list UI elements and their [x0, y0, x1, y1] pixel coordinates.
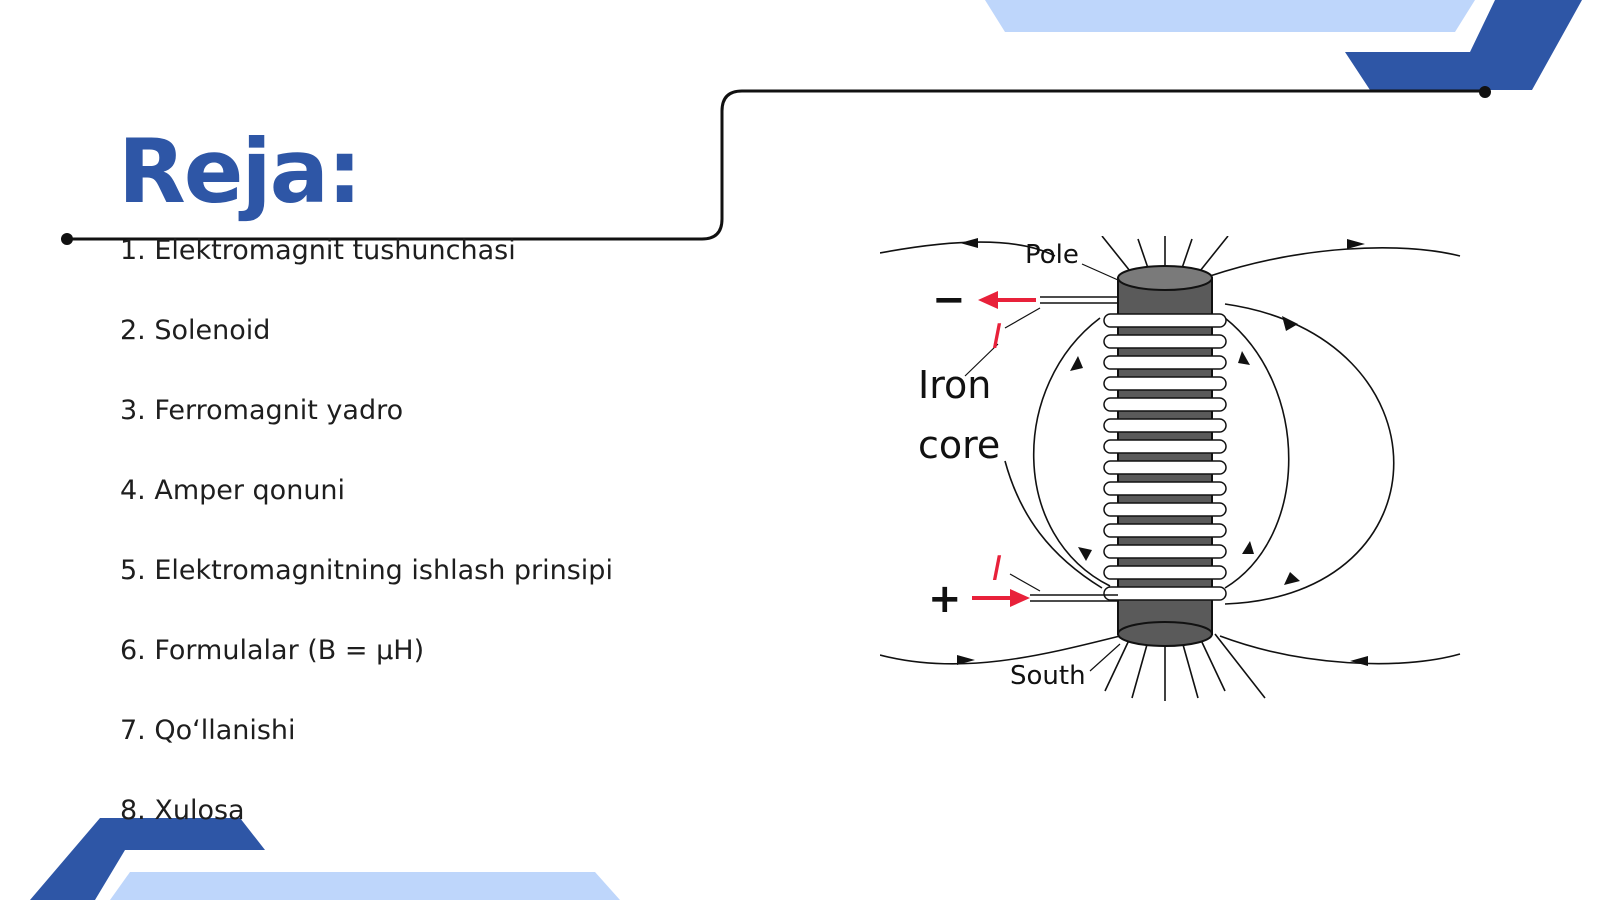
- current-arrow-in-head: [1010, 589, 1030, 607]
- field-arrow: [1282, 316, 1298, 331]
- current-label-top: I: [992, 317, 1002, 357]
- label-leaders: [964, 263, 1121, 672]
- core-top: [1117, 265, 1213, 291]
- field-arrow: [1238, 351, 1250, 365]
- field-line: [1219, 635, 1461, 665]
- coil-turn: [1103, 481, 1227, 496]
- field-line: [1224, 303, 1395, 605]
- core-bottom: [1117, 621, 1213, 647]
- field-arrow: [1242, 541, 1254, 554]
- core-label-line2: core: [918, 423, 1000, 467]
- coil-turn: [1103, 565, 1227, 580]
- core-leader: [964, 343, 999, 377]
- coil: [1103, 313, 1227, 601]
- top-dark-band: [1345, 0, 1582, 90]
- coil-turn: [1103, 523, 1227, 538]
- coil-turn: [1103, 355, 1227, 370]
- coil-turn: [1103, 544, 1227, 559]
- slide-title: Reja:: [118, 120, 362, 223]
- field-line: [1224, 317, 1290, 589]
- agenda-item: 6. Formulalar (B = µH): [120, 635, 425, 666]
- agenda-list: 1. Elektromagnit tushunchasi 2. Solenoid…: [120, 234, 613, 874]
- agenda-item: 4. Amper qonuni: [120, 475, 346, 506]
- field-line: [1214, 633, 1266, 699]
- current-leader-bottom: [1009, 573, 1041, 592]
- core-label-line1: Iron: [918, 363, 991, 407]
- connector-dot-right: [1479, 86, 1491, 98]
- field-line: [1104, 637, 1131, 692]
- field-line: [1032, 317, 1111, 587]
- coil-turn: [1103, 334, 1227, 349]
- field-line: [1209, 247, 1461, 277]
- field-arrow: [1347, 239, 1365, 249]
- bottom-dark-band: [30, 818, 265, 900]
- connector-dot-left: [61, 233, 73, 245]
- minus-sign: −: [932, 277, 966, 323]
- field-arrow: [1350, 656, 1368, 666]
- current-leader-top: [1004, 307, 1041, 329]
- coil-turn: [1103, 418, 1227, 433]
- agenda-item: 5. Elektromagnitning ishlash prinsipi: [120, 555, 613, 586]
- coil-turn: [1103, 313, 1227, 328]
- field-arrows: [957, 238, 1368, 666]
- pole-leader: [1081, 263, 1119, 281]
- agenda-item: 8. Xulosa: [120, 795, 245, 826]
- agenda-item: 1. Elektromagnit tushunchasi: [120, 235, 516, 266]
- field-arrow: [1284, 572, 1300, 585]
- field-arrow: [960, 238, 978, 248]
- connector-line: [67, 89, 1485, 241]
- agenda-item: 2. Solenoid: [120, 315, 271, 346]
- field-arrow: [1070, 356, 1083, 371]
- coil-turn: [1103, 586, 1227, 601]
- core-body: [1117, 277, 1213, 635]
- field-arrow: [957, 655, 975, 665]
- field-line: [1181, 640, 1199, 699]
- agenda-item: 7. Qo‘llanishi: [120, 715, 296, 746]
- pole-label: Pole: [1025, 240, 1079, 270]
- field-line: [880, 635, 1121, 665]
- coil-turn: [1103, 439, 1227, 454]
- coil-turn: [1103, 502, 1227, 517]
- coil-turn: [1103, 460, 1227, 475]
- field-line: [1195, 236, 1229, 277]
- field-line: [1004, 460, 1103, 589]
- field-line: [1131, 640, 1149, 699]
- top-light-band: [985, 0, 1475, 32]
- coil-turn: [1103, 397, 1227, 412]
- field-line: [1101, 236, 1135, 277]
- field-line: [880, 241, 1056, 257]
- current-arrow-out-head: [978, 291, 998, 309]
- field-line: [1199, 637, 1226, 692]
- coil-turn: [1103, 376, 1227, 391]
- south-leader: [1089, 643, 1121, 672]
- field-arrow: [1078, 547, 1092, 561]
- field-lines: [880, 236, 1461, 701]
- plus-sign: +: [928, 576, 962, 622]
- lead-wires: [1030, 296, 1118, 602]
- bottom-light-band: [110, 872, 620, 900]
- electromagnet-diagram: Pole South Iron core I I − +: [880, 236, 1461, 701]
- agenda-item: 3. Ferromagnit yadro: [120, 395, 404, 426]
- south-label: South: [1010, 661, 1086, 691]
- current-arrows: [972, 291, 1036, 607]
- current-label-bottom: I: [992, 549, 1002, 589]
